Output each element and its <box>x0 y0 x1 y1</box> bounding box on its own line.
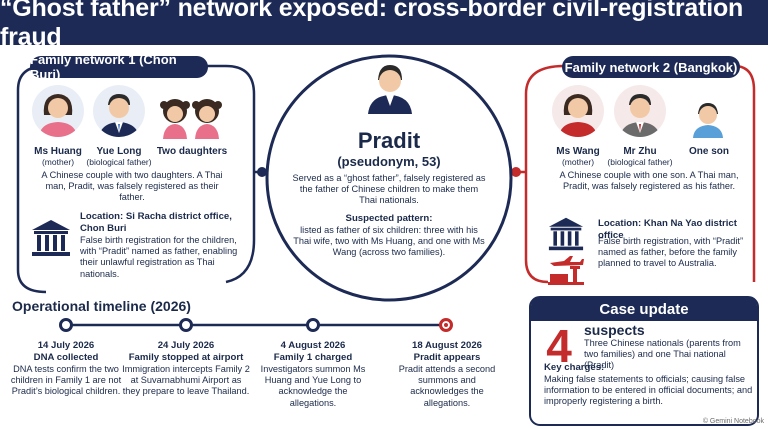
event3-date: 4 August 2026 <box>280 340 346 351</box>
ms-huang-avatar-icon <box>32 85 84 137</box>
ms-wang-name: Ms Wang <box>556 146 600 157</box>
event3-text: Investigators summon Ms Huang and Yue Lo… <box>260 364 366 408</box>
suspects-text: Three Chinese nationals (parents from tw… <box>584 338 741 371</box>
airport-icon <box>546 254 586 286</box>
pradit-description: Served as a “ghost father”, falsely regi… <box>292 173 486 206</box>
family1-location-label: Location: Si Racha district office, Chon… <box>80 211 232 234</box>
case-title: Case update <box>531 297 757 321</box>
event4-date: 18 August 2026 <box>411 340 483 351</box>
ms-wang-avatar-icon <box>552 85 604 137</box>
suspect-count: 4 <box>546 320 572 372</box>
header-banner: “Ghost father” network exposed: cross-bo… <box>0 0 768 51</box>
family1-location-text: False birth registration for the childre… <box>80 235 238 279</box>
pattern-label: Suspected pattern: <box>345 213 433 224</box>
son-name: One son <box>688 146 729 157</box>
family1-summary: A Chinese couple with two daughters. A T… <box>41 170 223 203</box>
family2-location-label: Location: Khan Na Yao district office <box>598 218 737 241</box>
event4-label: Pradit appears <box>413 352 481 363</box>
yue-long-name: Yue Long <box>96 146 142 157</box>
ms-huang-role: (mother) <box>41 157 75 167</box>
pradit-avatar-icon <box>365 60 415 114</box>
timeline-dot-1 <box>59 318 73 332</box>
yue-long-role: (biological father) <box>86 157 152 167</box>
event3-label: Family 1 charged <box>273 352 353 363</box>
event1-label: DNA collected <box>33 352 99 363</box>
page-title: “Ghost father” network exposed: cross-bo… <box>0 0 744 51</box>
pradit-subtitle: (pseudonym, 53) <box>337 154 441 169</box>
district-office-icon-2 <box>546 216 586 252</box>
mr-zhu-role: (biological father) <box>607 157 673 167</box>
ms-wang-role: (mother) <box>561 157 595 167</box>
watermark: © Gemini Notebook <box>702 418 764 425</box>
event2-date: 24 July 2026 <box>157 340 215 351</box>
district-office-icon <box>30 218 72 258</box>
family2-location-text: False birth registration, with “Pradit” … <box>598 236 744 269</box>
timeline-title: Operational timeline (2026) <box>12 298 191 314</box>
family2-summary: A Chinese couple with one son. A Thai ma… <box>559 170 739 192</box>
timeline-dot-3 <box>306 318 320 332</box>
family2-title: Family network 2 (Bangkok) <box>562 56 740 78</box>
daughters-name: Two daughters <box>156 146 228 157</box>
event4-text: Pradit attends a second summons and ackn… <box>398 364 496 408</box>
charges-label: Key charges: <box>544 362 605 373</box>
yue-long-avatar-icon <box>93 85 145 137</box>
suspects-label: suspects <box>584 322 645 338</box>
pattern-text: listed as father of six children: three … <box>293 225 485 258</box>
mr-zhu-name: Mr Zhu <box>623 146 657 157</box>
son-avatar-icon <box>689 98 727 138</box>
event2-label: Family stopped at airport <box>128 352 244 363</box>
event2-text: Immigration intercepts Family 2 at Suvar… <box>122 364 250 397</box>
mr-zhu-avatar-icon <box>614 85 666 137</box>
pradit-name: Pradit <box>357 128 421 153</box>
timeline-dot-2 <box>179 318 193 332</box>
charges-text: Making false statements to officials; ca… <box>544 374 753 407</box>
event1-date: 14 July 2026 <box>37 340 95 351</box>
event1-text: DNA tests confirm the two children in Fa… <box>10 364 122 397</box>
daughters-avatar-icon <box>158 95 224 139</box>
family1-title: Family network 1 (Chon Buri) <box>30 52 208 82</box>
ms-huang-name: Ms Huang <box>34 146 82 157</box>
timeline-dot-4 <box>439 318 453 332</box>
